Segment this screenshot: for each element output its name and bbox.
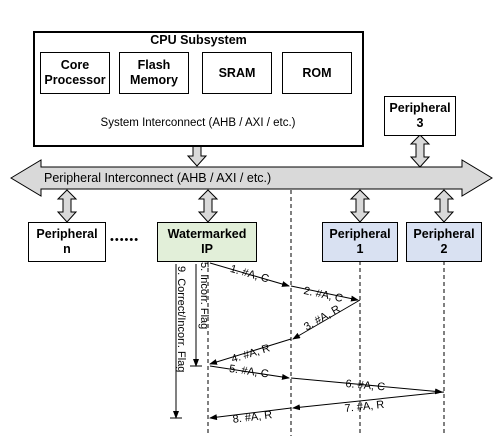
core-processor-block: Core Processor [40,52,110,94]
connector-watermarked-ip [197,189,219,223]
peripheral-interconnect-label: Peripheral Interconnect (AHB / AXI / etc… [44,171,272,185]
message-arrows [209,262,445,421]
connector-peripheral-n [56,189,78,223]
arrow-msg-2 [290,285,359,302]
peripheral3-block: Peripheral 3 [384,96,456,136]
arrow-msg-3 [292,299,361,340]
lifelines [207,190,445,436]
flag-brackets [170,264,202,419]
arrow-msg-5 [209,365,290,380]
connector-peripheral1 [349,189,371,223]
peripheral-n-block: Peripheral n [28,222,106,262]
flash-memory-block: Flash Memory [119,52,189,94]
system-interconnect-label: System Interconnect (AHB / AXI / etc.) [100,117,296,129]
correct-incorrect-flag-label: 9. Correct/Incorr. Flag [175,266,187,373]
ellipsis: •••••• [110,234,140,246]
arrow-msg-8 [209,407,292,421]
incorrect-flag-label: 5. Incorr. Flag [198,262,210,330]
peripheral1-block: Peripheral 1 [322,222,398,262]
rom-block: ROM [282,52,352,94]
sram-block: SRAM [202,52,272,94]
arrow-msg-1 [209,262,290,287]
connector-peripheral3 [409,134,431,168]
cpu-subsystem-title: CPU Subsystem [150,33,247,47]
arrow-msg-6 [290,377,443,395]
arrow-msg-7 [292,391,445,411]
peripheral-interconnect-bus [10,159,493,197]
connector-peripheral2 [433,189,455,223]
arrow-msg-4 [209,338,292,365]
peripheral2-block: Peripheral 2 [406,222,482,262]
watermarked-ip-block: Watermarked IP [157,222,257,262]
